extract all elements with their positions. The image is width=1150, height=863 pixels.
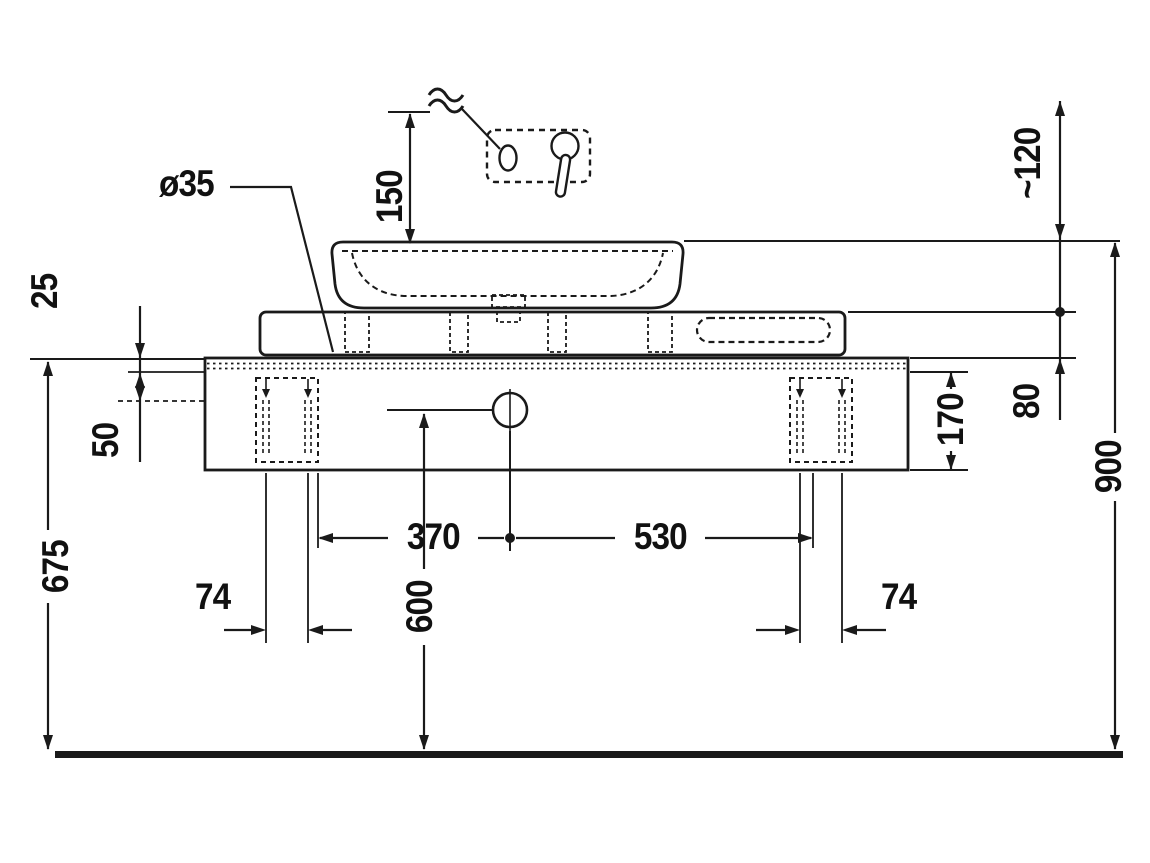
mixer-handle [554,153,572,198]
spout-outlet [498,144,518,172]
dimension-arrowheads [43,101,1120,750]
water-flow-icon [427,87,501,150]
dim-label-675: 675 [35,540,76,594]
mounting-bracket-left [255,377,319,463]
countertop-slab [258,310,847,357]
floor-line [55,751,1123,758]
basin-footprint-hidden [344,311,673,353]
reference-lines [30,111,1120,643]
dim-label-170: 170 [930,393,971,447]
recessed-tray-hidden [695,316,832,344]
mixer-trim-plate [485,128,592,198]
dim-label-74-right: 74 [881,576,917,617]
dim-label-370: 370 [406,516,461,557]
dim-label-diameter-35: ø35 [158,163,215,204]
dim-label-25: 25 [24,273,65,309]
washbasin [330,240,685,310]
dim-label-530: 530 [633,516,688,557]
diameter-leader-line [230,185,335,353]
dim-label-50: 50 [85,422,126,458]
dim-label-150: 150 [369,170,410,224]
basin-drain-hidden [491,294,526,308]
dim-label-80: 80 [1006,383,1047,419]
dim-label-120: ~120 [1007,127,1048,199]
dim-label-900: 900 [1088,440,1129,494]
drain-hole [387,389,529,551]
dim-label-74-left: 74 [195,576,231,617]
dim-label-600: 600 [399,580,440,634]
mounting-bracket-right [789,377,853,463]
